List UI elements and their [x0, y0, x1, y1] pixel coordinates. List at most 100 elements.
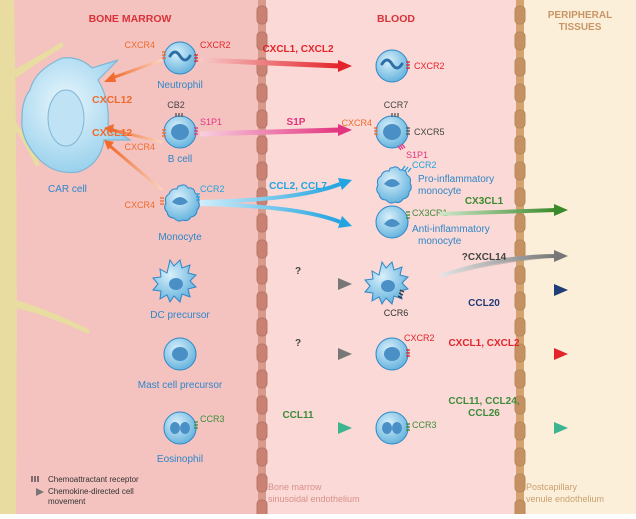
eos-tissue-label-line2: CCL26	[468, 408, 500, 419]
neutrophil-cxcr4-label: CXCR4	[124, 40, 155, 50]
endothelial-cell	[514, 83, 526, 103]
endothelial-cell	[256, 239, 268, 259]
monocyte-marrow	[160, 184, 200, 222]
eosinophil-blood	[375, 411, 410, 445]
bcell-blood-s1p1-label: S1P1	[406, 150, 428, 160]
arrow-eosinophil-label: CCL11	[282, 410, 314, 421]
arrow-bcell	[199, 124, 352, 137]
arrow-mast	[200, 348, 352, 360]
bone-marrow-title: BONE MARROW	[89, 13, 172, 25]
endothelial-cell	[256, 5, 268, 25]
endothelial-cell	[256, 265, 268, 285]
endothelial-cell	[256, 499, 268, 519]
endothelial-cell	[514, 109, 526, 129]
endothelial-cell	[514, 499, 526, 519]
endothelial-cell	[256, 161, 268, 181]
cxcl14-label: ?CXCL14	[462, 252, 507, 263]
anti-mono-label-line1: Anti-inflammatory	[412, 224, 490, 235]
peripheral-title-line2: TISSUES	[559, 22, 602, 33]
legend-receptor-symbol	[31, 476, 39, 482]
endothelial-cell	[514, 447, 526, 467]
endothelial-cell	[514, 5, 526, 25]
cx3cl1-label: CX3CL1	[465, 196, 504, 207]
endothelial-cell	[256, 83, 268, 103]
endothelial-cell	[256, 369, 268, 389]
endothelial-cell	[256, 473, 268, 493]
endothelial-cell	[514, 317, 526, 337]
cxcl12-arrows	[104, 58, 163, 192]
arrow-cxcl14	[439, 250, 568, 278]
endothelial-cell	[514, 421, 526, 441]
anti-inflammatory-monocyte	[375, 205, 410, 239]
ccl20-label: CCL20	[468, 298, 500, 309]
arrow-mast-tissue	[412, 348, 568, 360]
eosinophil-ccr3-label: CCR3	[200, 414, 225, 424]
stromal-strand	[0, 0, 90, 514]
endothelial-cell	[514, 291, 526, 311]
endothelial-cell	[514, 473, 526, 493]
arrow-mast-label: ?	[295, 338, 301, 349]
endothelial-cell	[514, 239, 526, 259]
arrow-ccl20	[412, 284, 568, 296]
cxcl12-label-top: CXCL12	[92, 94, 132, 106]
eosinophil-label: Eosinophil	[157, 454, 203, 465]
dc-precursor-marrow	[152, 258, 197, 304]
endothelial-cell	[256, 213, 268, 233]
endothelial-cell	[514, 369, 526, 389]
eosinophil-marrow	[163, 411, 198, 445]
arrow-neutrophil-label: CXCL1, CXCL2	[262, 44, 334, 55]
arrow-dc	[200, 278, 352, 290]
endothelial-cell	[514, 213, 526, 233]
arrow-eosinophil	[200, 422, 352, 434]
cxcl12-label-bottom: CXCL12	[92, 127, 132, 139]
arrow-bcell-label: S1P	[287, 117, 306, 128]
endothelial-cell	[256, 421, 268, 441]
legend-movement-line1: Chemokine-directed cell	[48, 487, 134, 496]
endothelial-cell	[256, 135, 268, 155]
anti-mono-label-line2: monocyte	[418, 236, 462, 247]
neutrophil-label: Neutrophil	[157, 80, 203, 91]
endothelial-cell	[256, 317, 268, 337]
endothelial-cell	[256, 447, 268, 467]
endothelial-cell	[256, 291, 268, 311]
mast-precursor-blood	[375, 337, 410, 371]
bcell-cb2-label: CB2	[167, 100, 185, 110]
pro-mono-label-line2: monocyte	[418, 186, 462, 197]
marrow-endothelium-label-line2: sinusoidal endothelium	[268, 494, 360, 504]
monocyte-label: Monocyte	[158, 232, 202, 243]
eos-tissue-label-line1: CCL11, CCL24,	[448, 396, 519, 407]
monocyte-ccr2-label: CCR2	[200, 184, 225, 194]
endothelial-cell	[256, 31, 268, 51]
legend-movement-line2: movement	[48, 497, 86, 506]
neutrophil-blood	[375, 49, 410, 83]
marrow-endothelial-cells	[256, 5, 268, 519]
venule-endothelium-label-line1: Postcapillary	[526, 482, 578, 492]
peripheral-title-line1: PERIPHERAL	[548, 10, 612, 21]
monocyte-cxcr4-label: CXCR4	[124, 200, 155, 210]
arrow-anti-mono-tissue	[439, 204, 568, 216]
arrow-monocyte	[199, 178, 352, 228]
bcell-blood	[374, 113, 410, 151]
endothelial-cell	[256, 109, 268, 129]
bcell-marrow	[162, 113, 198, 149]
car-cell	[21, 57, 132, 174]
pro-mono-label-line1: Pro-inflammatory	[418, 174, 494, 185]
endothelial-cell	[514, 135, 526, 155]
bcell-s1p1-label: S1P1	[200, 117, 222, 127]
mast-blood-cxcr2-label: CXCR2	[404, 333, 435, 343]
dc-precursor-label: DC precursor	[150, 310, 210, 321]
neutrophil-marrow	[162, 41, 198, 75]
legend-receptor-label: Chemoattractant receptor	[48, 475, 139, 484]
arrow-monocyte-label: CCL2, CCL7	[269, 181, 327, 192]
eosinophil-blood-ccr3-label: CCR3	[412, 420, 437, 430]
legend-arrow-symbol	[22, 488, 44, 496]
neutrophil-cxcr2-label: CXCR2	[200, 40, 231, 50]
bcell-cxcr4-label: CXCR4	[124, 142, 155, 152]
endothelial-cell	[256, 395, 268, 415]
endothelial-cell	[514, 161, 526, 181]
anti-mono-cx3cr1-label: CX3CR1	[412, 208, 448, 218]
pro-inflammatory-monocyte	[376, 165, 412, 204]
dc-precursor-blood	[364, 260, 409, 306]
mast-precursor-marrow	[163, 337, 197, 371]
